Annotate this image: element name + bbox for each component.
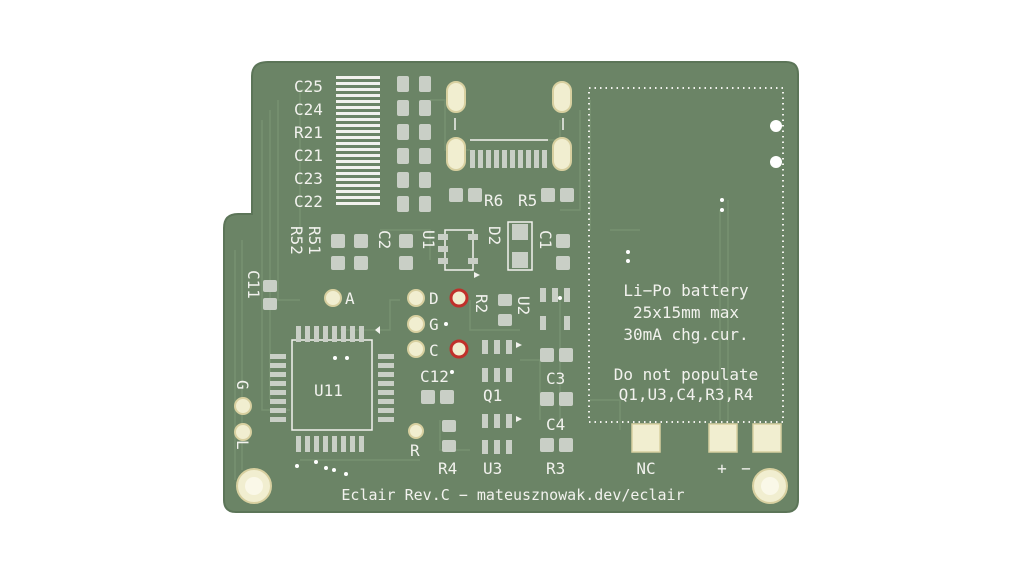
label-c24: C24 xyxy=(294,100,323,119)
u3-pads xyxy=(482,414,522,454)
smd-pads-column xyxy=(397,76,431,212)
label-minus: − xyxy=(741,459,751,478)
r6-r5-pads xyxy=(449,188,574,202)
label-u2: U2 xyxy=(514,296,533,315)
label-d: D xyxy=(429,289,439,308)
label-c1: C1 xyxy=(536,230,555,249)
label-r5: R5 xyxy=(518,191,537,210)
d2-diode xyxy=(507,221,533,271)
label-r51: R51 xyxy=(305,226,324,255)
battery-note-line-1: Li−Po battery xyxy=(623,281,749,300)
test-points xyxy=(234,288,469,441)
label-q1: Q1 xyxy=(483,386,502,405)
battery-note-line-3: 30mA chg.cur. xyxy=(623,325,748,344)
mounting-holes xyxy=(236,468,788,504)
c12-r4-pads xyxy=(421,390,456,452)
battery-note: Li−Po battery 25x15mm max 30mA chg.cur. xyxy=(623,281,749,344)
label-c4: C4 xyxy=(546,415,565,434)
label-g-left: G xyxy=(233,380,252,390)
u1-chip xyxy=(438,229,480,278)
label-nc: NC xyxy=(636,459,655,478)
populate-note-line-2: Q1,U3,C4,R3,R4 xyxy=(619,385,754,404)
label-r21: R21 xyxy=(294,123,323,142)
label-c22: C22 xyxy=(294,192,323,211)
label-plus: + xyxy=(717,459,727,478)
label-u1: U1 xyxy=(419,230,438,249)
vias xyxy=(295,120,782,476)
label-l-left: L xyxy=(233,440,252,450)
label-u11: U11 xyxy=(314,381,343,400)
label-c21: C21 xyxy=(294,146,323,165)
label-r3: R3 xyxy=(546,459,565,478)
label-c2: C2 xyxy=(375,230,394,249)
battery-note-line-2: 25x15mm max xyxy=(633,303,739,322)
label-r4: R4 xyxy=(438,459,457,478)
label-c12: C12 xyxy=(420,367,449,386)
label-d2: D2 xyxy=(485,226,504,245)
label-c25: C25 xyxy=(294,77,323,96)
label-c3: C3 xyxy=(546,369,565,388)
u11-chip xyxy=(270,326,394,452)
copper-traces xyxy=(234,89,729,480)
usb-connector xyxy=(446,81,572,171)
cap-label-column: C25 C24 R21 C21 C23 C22 xyxy=(294,77,323,211)
label-r6: R6 xyxy=(484,191,503,210)
label-a: A xyxy=(345,289,355,308)
c1-pads xyxy=(556,234,570,270)
label-r2: R2 xyxy=(472,294,491,313)
label-u3: U3 xyxy=(483,459,502,478)
label-r: R xyxy=(410,441,420,460)
footer-text: Eclair Rev.C − mateusznowak.dev/eclair xyxy=(341,486,684,504)
c3-c4-r3-pads xyxy=(540,348,573,452)
populate-note-line-1: Do not populate xyxy=(614,365,759,384)
r2-u2-pads xyxy=(498,288,570,330)
battery-pads xyxy=(631,423,782,453)
populate-note: Do not populate Q1,U3,C4,R3,R4 xyxy=(614,365,759,404)
label-c11: C11 xyxy=(244,270,263,299)
label-c23: C23 xyxy=(294,169,323,188)
label-r52: R52 xyxy=(287,226,306,255)
q1-pads xyxy=(482,340,522,382)
label-c: C xyxy=(429,341,439,360)
cap-label-stripes xyxy=(336,76,380,205)
c11-pads xyxy=(263,280,277,310)
label-g: G xyxy=(429,315,439,334)
r51-c2-pads xyxy=(331,234,413,270)
